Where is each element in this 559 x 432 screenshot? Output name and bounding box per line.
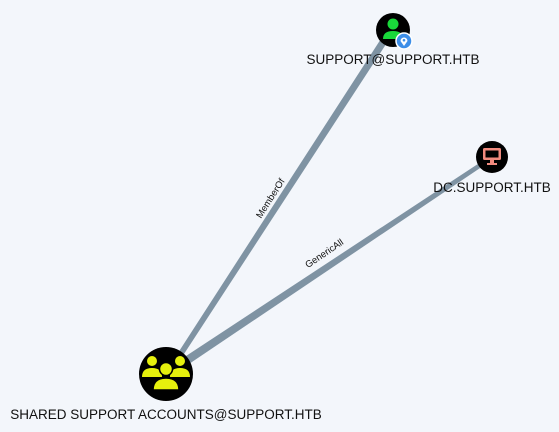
edge-genericall-line[interactable]: [186, 156, 492, 366]
user-node-label: SUPPORT@SUPPORT.HTB: [307, 52, 480, 67]
group-node-label: SHARED SUPPORT ACCOUNTS@SUPPORT.HTB: [10, 407, 322, 422]
map-marker-icon: [395, 32, 413, 50]
node-group[interactable]: SHARED SUPPORT ACCOUNTS@SUPPORT.HTB: [10, 347, 322, 422]
users-icon: [142, 356, 190, 391]
edge-memberof-line[interactable]: [165, 31, 392, 377]
edge-memberof[interactable]: MemberOf: [165, 31, 392, 377]
computer-node-label: DC.SUPPORT.HTB: [433, 180, 551, 195]
desktop-icon: [483, 148, 501, 165]
node-user[interactable]: SUPPORT@SUPPORT.HTB: [307, 13, 480, 67]
node-computer[interactable]: DC.SUPPORT.HTB: [433, 141, 551, 195]
